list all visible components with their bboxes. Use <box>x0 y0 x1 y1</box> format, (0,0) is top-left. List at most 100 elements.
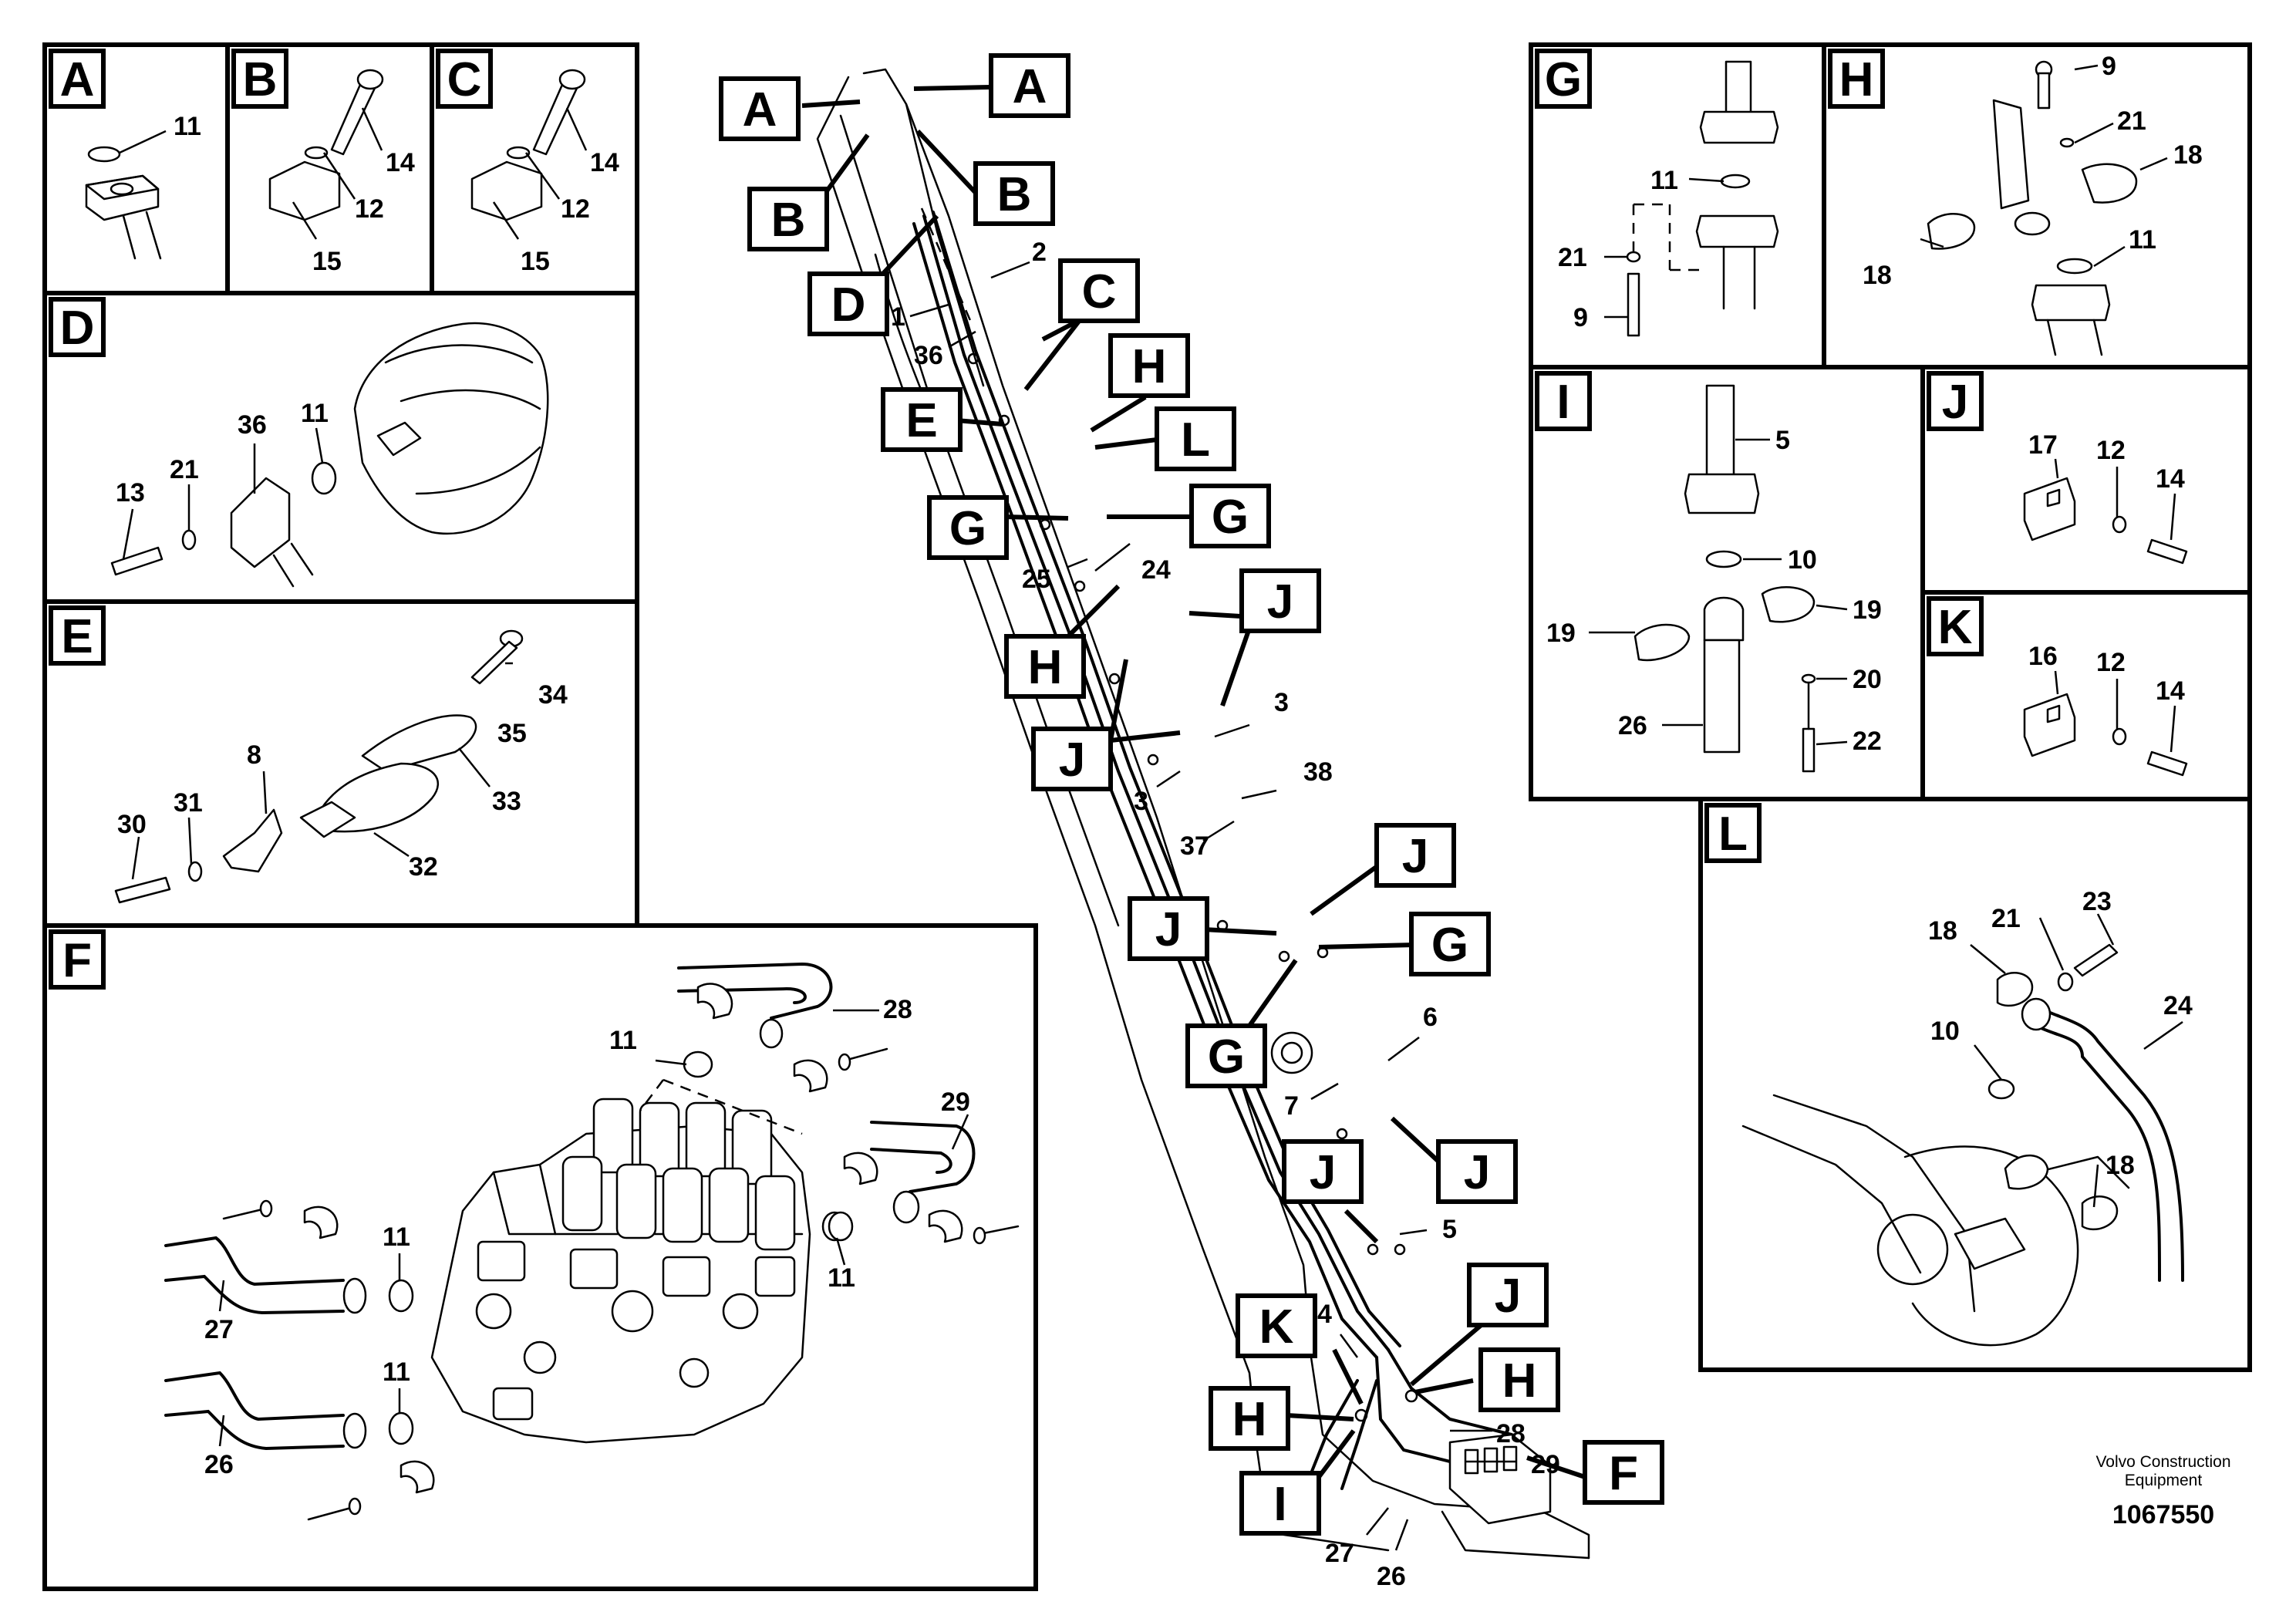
letter-box-j-main-6: J <box>1282 1139 1364 1204</box>
part-num: 21 <box>1558 243 1587 272</box>
letter-box-k-detail: K <box>1927 596 1984 656</box>
part-num: 29 <box>941 1088 970 1117</box>
letter-box-b-main-left: B <box>747 187 829 251</box>
svg-text:H: H <box>1839 53 1874 106</box>
part-num: 19 <box>1853 595 1882 625</box>
svg-text:L: L <box>1181 413 1210 467</box>
part-num: 5 <box>1775 426 1790 455</box>
part-num: 35 <box>497 719 527 748</box>
part-num: 30 <box>117 810 147 839</box>
letter-box-i-main: I <box>1239 1471 1321 1536</box>
letter-box-h-main-mid: H <box>1004 634 1086 699</box>
letter-box-h-detail: H <box>1828 49 1885 109</box>
part-num: 14 <box>590 148 619 177</box>
part-num: 6 <box>1423 1003 1438 1032</box>
svg-text:B: B <box>243 53 278 106</box>
part-num: 23 <box>2082 887 2112 916</box>
part-num: 38 <box>1303 757 1333 787</box>
letter-box-j-main-7: J <box>1467 1263 1549 1327</box>
svg-text:G: G <box>949 502 986 555</box>
letter-box-g-detail: G <box>1535 49 1592 109</box>
svg-text:H: H <box>1132 340 1167 393</box>
part-num: 7 <box>1284 1091 1299 1121</box>
letter-box-g-main-mid-right: G <box>1409 912 1491 976</box>
svg-text:C: C <box>447 53 482 106</box>
brand-name-line-1: Volvo Construction <box>2095 1453 2230 1471</box>
svg-text:B: B <box>997 168 1032 221</box>
svg-text:J: J <box>1155 903 1182 956</box>
part-num: 11 <box>1650 166 1678 195</box>
document-number: 1067550 <box>2112 1500 2214 1529</box>
part-num: 29 <box>1531 1450 1560 1479</box>
part-numbers-detail-j-k: 17 12 14 16 12 14 <box>2028 430 2185 706</box>
letter-box-i-detail: I <box>1535 371 1592 431</box>
svg-text:E: E <box>61 610 93 663</box>
svg-text:F: F <box>62 934 92 987</box>
letter-box-l-main: L <box>1155 406 1236 471</box>
part-num: 22 <box>1853 727 1882 756</box>
svg-text:A: A <box>1013 60 1047 113</box>
letter-box-c-detail: C <box>436 49 493 109</box>
part-num: 36 <box>238 410 267 440</box>
part-num: 18 <box>1863 261 1892 290</box>
part-num: 25 <box>1022 565 1051 594</box>
part-num: 8 <box>247 740 261 770</box>
part-numbers-detail-i: 5 10 19 19 20 26 22 <box>1546 426 1882 756</box>
detail-e-bracket <box>114 629 524 904</box>
part-num: 4 <box>1317 1300 1332 1329</box>
part-numbers-detail-d: 13 21 36 11 <box>116 399 329 508</box>
svg-text:J: J <box>1267 575 1293 629</box>
part-num: 15 <box>312 247 342 276</box>
valve-spools <box>561 1098 796 1251</box>
part-num: 28 <box>883 995 912 1024</box>
part-num: 36 <box>914 341 943 370</box>
letter-box-f-main: F <box>1583 1440 1664 1505</box>
svg-text:D: D <box>60 302 95 355</box>
part-num: 2 <box>1032 238 1047 267</box>
part-num: 18 <box>1928 916 1957 946</box>
part-num: 10 <box>1788 545 1817 575</box>
part-numbers-detail-f: 28 11 29 11 11 27 11 26 <box>204 995 970 1479</box>
part-num: 24 <box>2163 991 2193 1020</box>
part-num: 21 <box>2117 106 2146 136</box>
part-num: 34 <box>538 680 568 710</box>
detail-b-clamp <box>268 69 384 240</box>
detail-j-clamp <box>2023 458 2188 565</box>
part-num: 17 <box>2028 430 2058 460</box>
part-num: 12 <box>2096 436 2126 465</box>
letter-box-j-main-1: J <box>1239 568 1321 633</box>
detail-i-hose-flange <box>1589 384 1848 773</box>
part-num: 12 <box>561 194 590 224</box>
part-num: 24 <box>1141 555 1171 585</box>
part-num: 27 <box>204 1315 234 1344</box>
letter-box-j-main-3: J <box>1374 823 1456 888</box>
detail-c-clamp <box>470 69 588 240</box>
letter-box-g-main-top-right: G <box>1189 484 1271 548</box>
svg-text:D: D <box>831 278 866 332</box>
letter-box-a-main-left: A <box>719 76 801 141</box>
callout-arrows <box>801 85 1586 1479</box>
part-num: 26 <box>1618 711 1647 740</box>
main-leaders <box>909 261 1515 1551</box>
detail-l-boom-port <box>1741 913 2184 1347</box>
svg-text:J: J <box>1402 830 1428 883</box>
part-num: 28 <box>1496 1419 1526 1448</box>
part-num: 14 <box>2156 464 2185 494</box>
svg-text:J: J <box>1495 1270 1521 1323</box>
svg-text:J: J <box>1059 733 1085 787</box>
part-num: 9 <box>1573 303 1588 332</box>
part-num: 11 <box>174 112 201 141</box>
part-num: 10 <box>1930 1017 1960 1046</box>
letter-box-c-main: C <box>1058 258 1140 323</box>
svg-text:G: G <box>1545 53 1582 106</box>
letter-box-d-main: D <box>807 271 889 336</box>
svg-text:E: E <box>905 394 937 447</box>
svg-text:G: G <box>1431 919 1468 972</box>
part-num: 32 <box>409 852 438 882</box>
letter-box-h-main-top: H <box>1108 333 1190 398</box>
svg-text:J: J <box>1464 1146 1490 1199</box>
part-num: 11 <box>609 1026 637 1055</box>
part-numbers-detail-g-h: 11 21 9 9 21 18 11 18 <box>1558 52 2203 332</box>
letter-box-j-detail: J <box>1927 371 1984 431</box>
